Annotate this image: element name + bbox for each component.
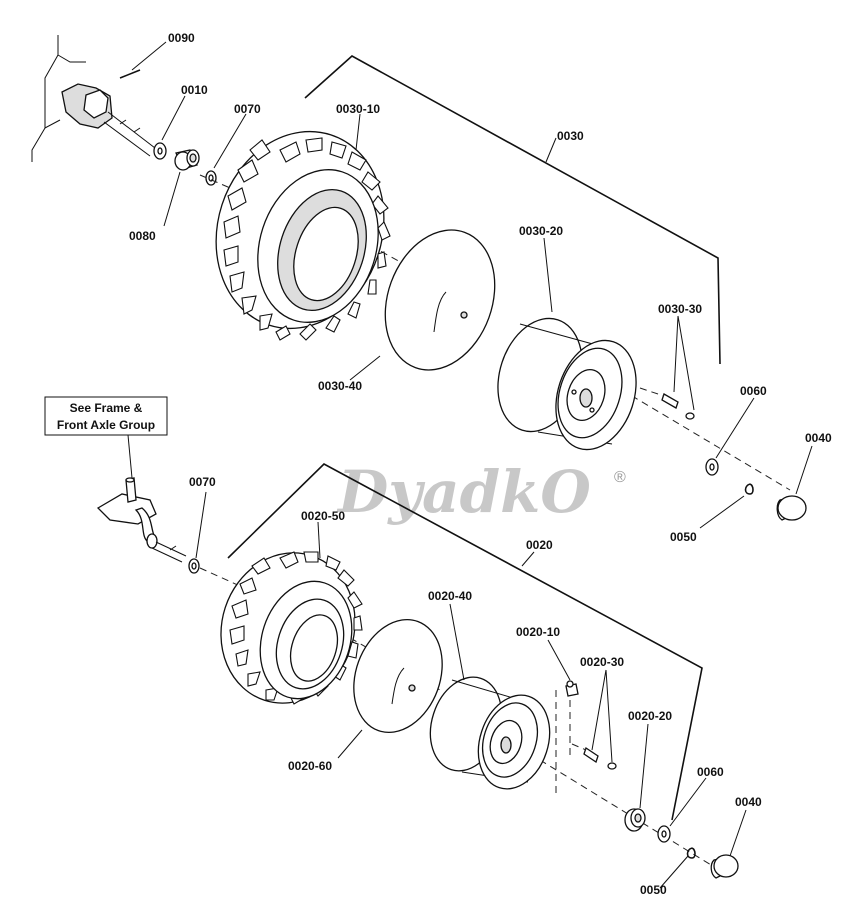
leaders-top — [131, 41, 813, 529]
bracket-0030 — [304, 55, 721, 365]
label-0030-30: 0030-30 — [658, 302, 702, 316]
bearing-0020-20 — [624, 808, 646, 832]
washer-0060-bottom — [657, 825, 671, 843]
washer-0010 — [153, 142, 167, 160]
label-0030-10: 0030-10 — [336, 102, 380, 116]
reference-box-line2: Front Axle Group — [57, 418, 155, 432]
tire-0030-10 — [215, 130, 391, 341]
transaxle-outline — [31, 35, 156, 162]
rim-0020-40 — [429, 676, 551, 790]
label-0060-top: 0060 — [740, 384, 767, 398]
label-0020-10: 0020-10 — [516, 625, 560, 639]
label-0040-top: 0040 — [805, 431, 832, 445]
label-0070-top: 0070 — [234, 102, 261, 116]
clip-0050-bottom — [686, 847, 696, 859]
clip-0050-top — [744, 483, 754, 495]
label-0090: 0090 — [168, 31, 195, 45]
valve-stems-0020-30 — [571, 743, 617, 770]
label-0080: 0080 — [129, 229, 156, 243]
rear-wheel-assembly: 0090 0010 0070 0030-10 0030 0080 0030-20… — [31, 31, 832, 544]
watermark-registered-mark: ® — [614, 469, 626, 486]
label-0020-40: 0020-40 — [428, 589, 472, 603]
flap-0020-60 — [353, 618, 443, 734]
washer-0060-top — [705, 458, 719, 476]
cap-0040-bottom — [710, 854, 739, 879]
spacer-0080 — [174, 149, 200, 171]
valve-stems-0030-30 — [639, 387, 695, 420]
leaders-bottom — [195, 491, 747, 889]
washer-0070-top — [205, 170, 217, 186]
label-0040-bottom: 0040 — [735, 795, 762, 809]
watermark-text: DyadkO — [336, 458, 591, 526]
rim-0030-20 — [497, 317, 637, 451]
label-0020-50: 0020-50 — [301, 509, 345, 523]
flap-0030-40 — [384, 229, 496, 371]
label-0020-60: 0020-60 — [288, 759, 332, 773]
housing-dash — [555, 690, 571, 794]
label-0010: 0010 — [181, 83, 208, 97]
label-0020-20: 0020-20 — [628, 709, 672, 723]
reference-box: See Frame & Front Axle Group — [44, 396, 168, 479]
label-0060-bottom: 0060 — [697, 765, 724, 779]
front-wheel-assembly: 0070 0020-50 0020 0020-40 0020-10 0020-3… — [96, 463, 762, 897]
fitting-0020-10 — [565, 680, 579, 697]
bracket-0020 — [227, 463, 703, 821]
washer-0070-bottom — [188, 558, 200, 574]
tire-0020-50 — [220, 551, 363, 705]
cap-0040-top — [776, 495, 807, 521]
watermark: DyadkO ® — [336, 458, 626, 526]
pin-0090 — [119, 69, 141, 79]
label-0020-30: 0020-30 — [580, 655, 624, 669]
label-0050-bottom: 0050 — [640, 883, 667, 897]
label-0030-20: 0030-20 — [519, 224, 563, 238]
label-0030-40: 0030-40 — [318, 379, 362, 393]
label-0050-top: 0050 — [670, 530, 697, 544]
label-0030: 0030 — [557, 129, 584, 143]
label-0070-bottom: 0070 — [189, 475, 216, 489]
spindle-outline — [96, 477, 187, 563]
label-0020: 0020 — [526, 538, 553, 552]
reference-box-line1: See Frame & — [70, 401, 143, 415]
